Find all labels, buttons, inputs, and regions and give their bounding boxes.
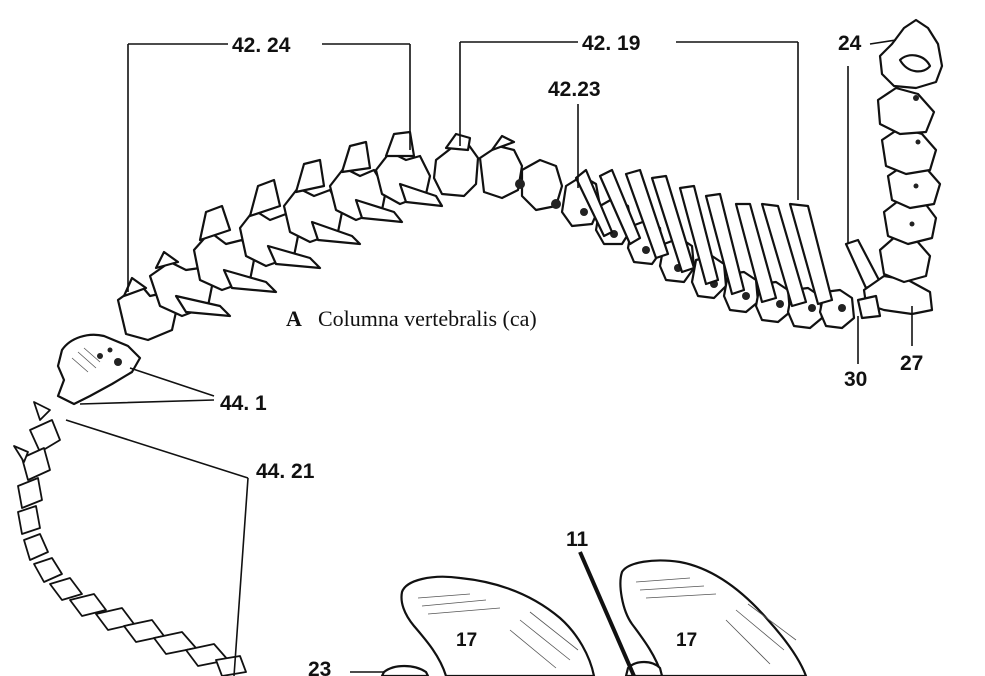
figure-caption: A Columna vertebralis (ca) [286, 306, 537, 331]
labels: 42. 24 42. 19 42.23 24 44. 1 44. 21 30 2… [220, 32, 923, 676]
caption-letter: A [286, 306, 302, 331]
lower-elements [382, 560, 806, 676]
label-17-right: 17 [676, 630, 697, 651]
label-27: 27 [900, 352, 923, 375]
caudal-vertebrae [14, 402, 246, 676]
label-11: 11 [566, 528, 589, 551]
leader-lines [66, 40, 912, 676]
label-24: 24 [838, 32, 862, 55]
label-42-19: 42. 19 [582, 32, 640, 55]
label-30: 30 [844, 368, 867, 391]
label-17-left: 17 [456, 630, 477, 651]
caption-text: Columna vertebralis (ca) [318, 306, 537, 331]
label-44-1: 44. 1 [220, 392, 267, 415]
label-42-23: 42.23 [548, 78, 601, 101]
label-23: 23 [308, 658, 331, 676]
sacrum [58, 335, 140, 404]
label-44-21: 44. 21 [256, 460, 315, 483]
label-42-24: 42. 24 [232, 34, 291, 57]
